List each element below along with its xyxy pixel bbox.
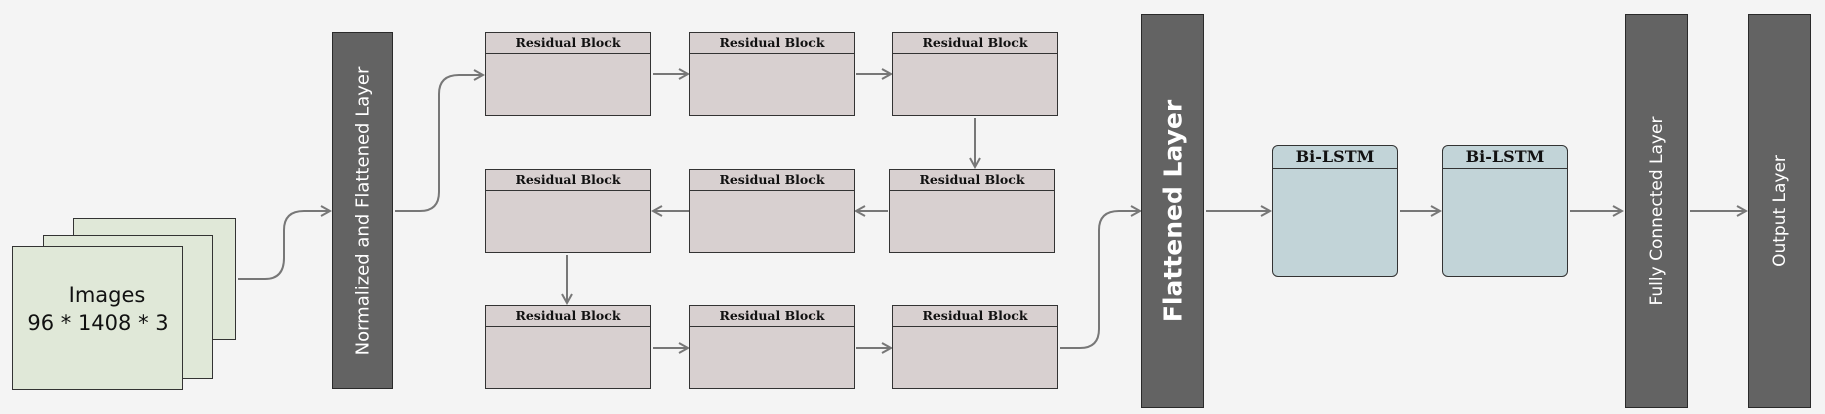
residual-block-3: Residual Block <box>892 32 1058 116</box>
arrow-images-to-normalized <box>238 211 330 280</box>
bi-lstm-block-2: Bi-LSTM <box>1442 145 1568 277</box>
input-dims: 96 * 1408 * 3 <box>27 311 169 335</box>
bi-lstm-block-1: Bi-LSTM <box>1272 145 1398 277</box>
residual-block-1-title: Residual Block <box>486 33 650 54</box>
residual-block-9: Residual Block <box>892 305 1058 389</box>
arrow-rb9-to-flattened <box>1060 211 1140 349</box>
residual-block-4-title: Residual Block <box>890 170 1054 191</box>
flattened-layer-label: Flattened Layer <box>1158 99 1187 323</box>
residual-block-8: Residual Block <box>689 305 855 389</box>
bi-lstm-block-1-title: Bi-LSTM <box>1273 146 1397 169</box>
bi-lstm-block-2-title: Bi-LSTM <box>1443 146 1567 169</box>
residual-block-2-title: Residual Block <box>690 33 854 54</box>
normalized-flattened-layer: Normalized and Flattened Layer <box>332 32 393 389</box>
residual-block-6-title: Residual Block <box>486 170 650 191</box>
residual-block-9-title: Residual Block <box>893 306 1057 327</box>
input-images-label: Images 96 * 1408 * 3 <box>13 281 183 337</box>
flattened-layer: Flattened Layer <box>1141 14 1204 408</box>
output-layer-label: Output Layer <box>1769 155 1790 267</box>
residual-block-4: Residual Block <box>889 169 1055 253</box>
residual-block-6: Residual Block <box>485 169 651 253</box>
residual-block-7: Residual Block <box>485 305 651 389</box>
fully-connected-layer-label: Fully Connected Layer <box>1646 116 1667 306</box>
residual-block-5: Residual Block <box>689 169 855 253</box>
residual-block-7-title: Residual Block <box>486 306 650 327</box>
arrow-normalized-to-rb1 <box>395 75 483 212</box>
residual-block-3-title: Residual Block <box>893 33 1057 54</box>
input-title: Images <box>68 283 146 307</box>
input-images-card: Images 96 * 1408 * 3 <box>12 246 183 390</box>
normalized-flattened-layer-label: Normalized and Flattened Layer <box>352 66 373 355</box>
residual-block-2: Residual Block <box>689 32 855 116</box>
residual-block-8-title: Residual Block <box>690 306 854 327</box>
residual-block-1: Residual Block <box>485 32 651 116</box>
residual-block-5-title: Residual Block <box>690 170 854 191</box>
output-layer: Output Layer <box>1748 14 1811 408</box>
fully-connected-layer: Fully Connected Layer <box>1625 14 1688 408</box>
